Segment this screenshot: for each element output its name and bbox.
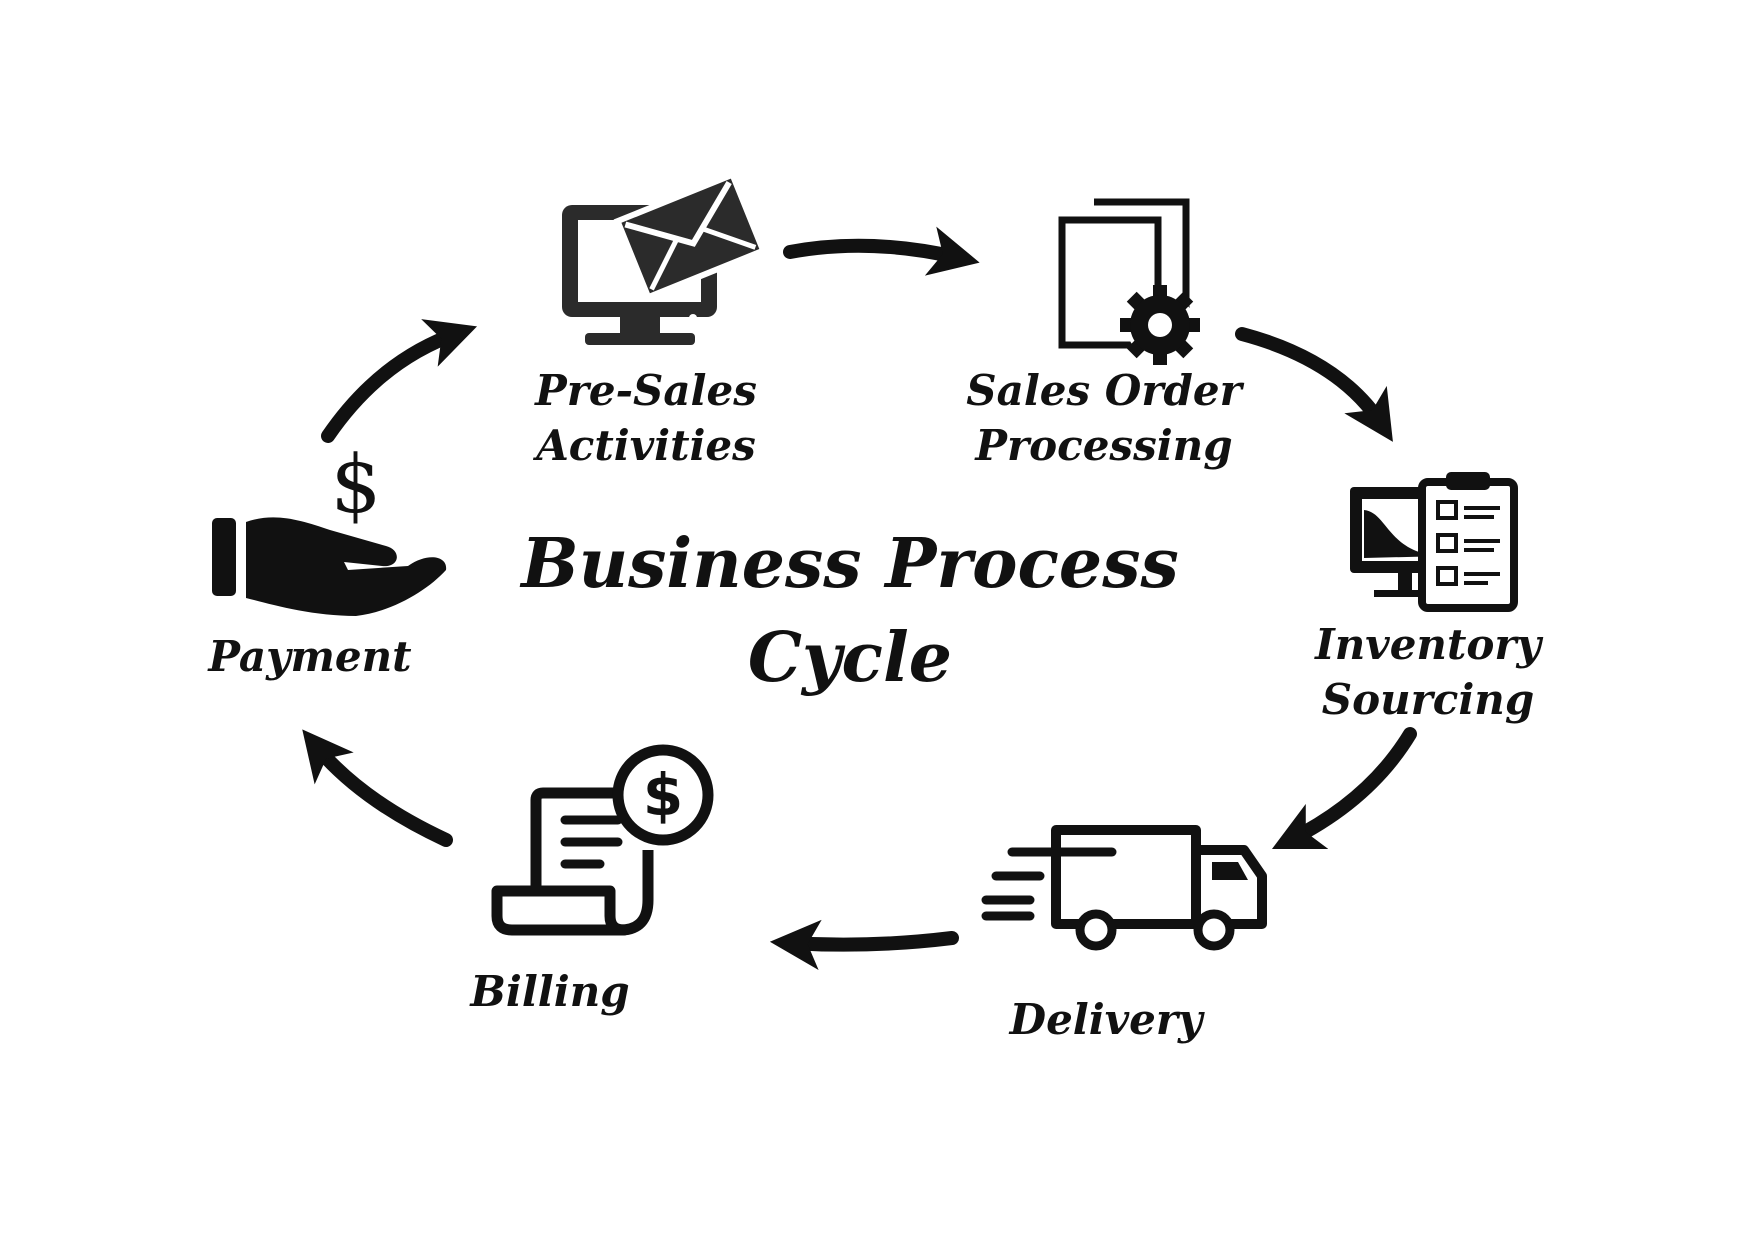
monitor-envelope-icon (562, 170, 768, 345)
arrow-inventory-to-delivery (1271, 727, 1417, 850)
arrow-delivery-to-billing (769, 919, 959, 971)
diagram-title-line2: Cycle (747, 617, 953, 698)
diagram-title-line1: Business Process (521, 524, 1179, 604)
monitor-clipboard-icon (1350, 472, 1518, 612)
step-label-sales-order: Sales Order Processing (966, 366, 1242, 470)
step-label-billing: Billing (470, 967, 630, 1016)
arrow-salesorder-to-inventory (1235, 327, 1393, 442)
hand-dollar-icon: $ (212, 438, 447, 616)
billing-dollar-sign: $ (643, 761, 683, 829)
arrow-presales-to-salesorder (783, 226, 980, 276)
payment-dollar-sign: $ (331, 438, 382, 531)
documents-gear-icon (1058, 198, 1200, 365)
step-label-pre-sales: Pre-Sales Activities (535, 366, 757, 470)
step-label-payment: Payment (208, 632, 412, 681)
delivery-truck-icon (981, 825, 1267, 951)
arrow-payment-to-presales (321, 319, 478, 443)
diagram-title: Business Process Cycle (521, 518, 1179, 706)
arrow-billing-to-payment (302, 729, 453, 847)
receipt-dollar-icon: $ (491, 744, 714, 936)
step-label-inventory: Inventory Sourcing (1315, 620, 1541, 724)
step-label-delivery: Delivery (1009, 995, 1203, 1044)
